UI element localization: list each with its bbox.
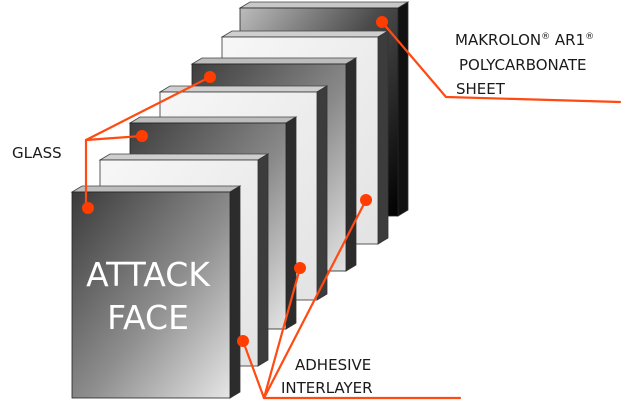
makrolon-label: MAKROLON® AR1® (455, 31, 594, 49)
leader-lines (84, 20, 622, 400)
polycarbonate-label: POLYCARBONATE (459, 56, 587, 74)
adhesive-label: ADHESIVE (295, 356, 371, 374)
interlayer-1-dot (237, 335, 249, 347)
callout-dots (82, 16, 388, 347)
attack-label: ATTACK (86, 255, 211, 294)
sheet-label: SHEET (456, 80, 506, 98)
interlayer-2-dot (294, 262, 306, 274)
interlayer-3-dot (360, 194, 372, 206)
interlayer-label: INTERLAYER (281, 379, 373, 397)
polycarbonate-leader (380, 20, 622, 104)
attack-glass-dot (82, 202, 94, 214)
glass-2-dot (136, 130, 148, 142)
interlayer-leader-2 (262, 198, 368, 400)
glass-label: GLASS (12, 144, 62, 162)
attack-face-glass-layer (70, 185, 242, 399)
glass-leader-2 (84, 134, 144, 142)
face-label: FACE (107, 298, 189, 337)
glass-3-dot (204, 71, 216, 83)
polycarbonate-dot (376, 16, 388, 28)
